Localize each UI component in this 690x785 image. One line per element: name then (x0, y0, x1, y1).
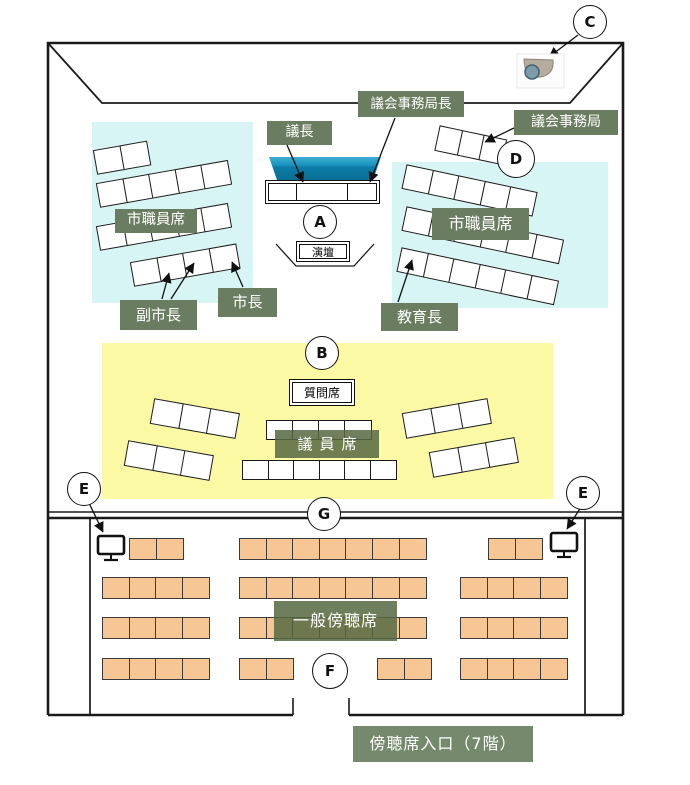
marker-g: G (307, 497, 341, 531)
gallery-entrance-label: 傍聴席入口（7階） (353, 726, 533, 762)
marker-c: C (573, 5, 607, 39)
marker-d: D (497, 140, 535, 178)
marker-b: B (305, 336, 339, 370)
marker-e: E (67, 472, 101, 506)
marker-a: A (303, 205, 337, 239)
marker-f: F (312, 653, 348, 689)
marker-e: E (566, 476, 600, 510)
